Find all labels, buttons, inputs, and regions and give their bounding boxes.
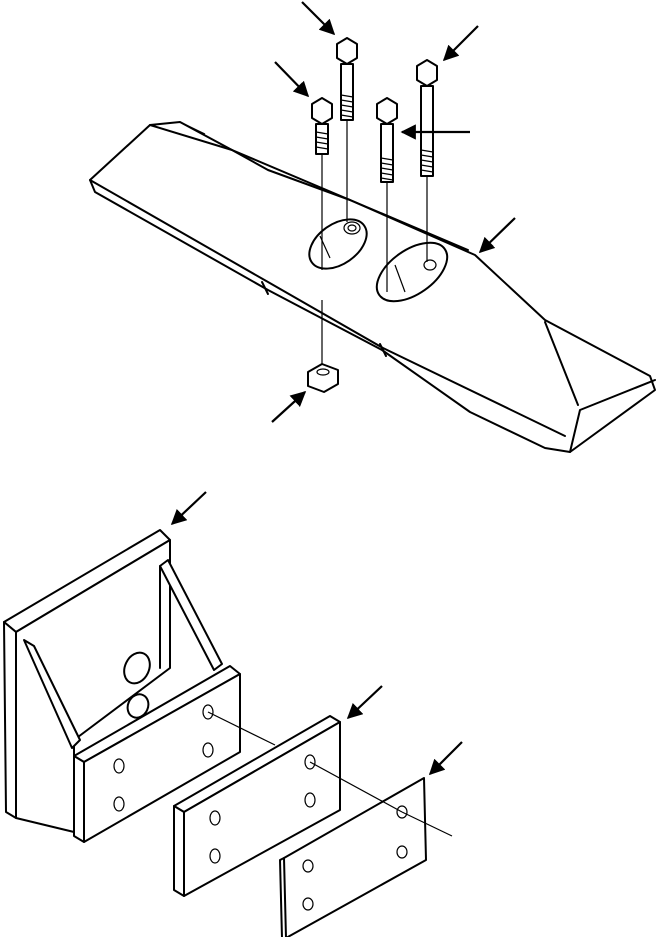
callout-arrow-mounting-bracket (170, 491, 207, 526)
alignment-line-middle (309, 761, 403, 813)
callout-arrow-bolt-short-left (274, 61, 310, 98)
callout-arrow-shim-plate (428, 741, 463, 776)
alignment-line-lower (401, 811, 453, 837)
callout-arrow-bolt-long-left (301, 1, 336, 36)
shim-plate (279, 777, 427, 937)
callout-arrow-bolt-long-right (442, 25, 479, 62)
nut (307, 300, 339, 393)
spacer-plate (173, 715, 341, 897)
alignment-line-upper (207, 711, 276, 746)
cutting-edge (89, 121, 656, 453)
mounting-bracket (3, 529, 223, 833)
bracket-front-plate (73, 665, 241, 843)
bolt-long-left (336, 37, 358, 222)
bolt-short-left (311, 97, 333, 270)
callout-arrow-nut (271, 390, 307, 423)
callout-arrow-spacer-plate (346, 685, 383, 720)
slot-left (308, 218, 368, 270)
callout-arrow-cutting-edge (478, 217, 516, 254)
slot-right (375, 241, 449, 303)
bolt-mid (376, 97, 398, 292)
